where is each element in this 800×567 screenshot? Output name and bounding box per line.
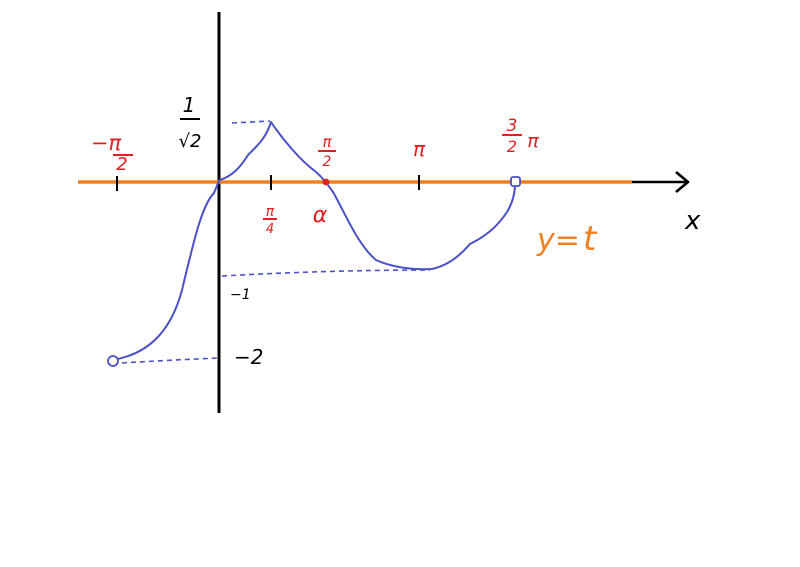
x-axis-arrowhead — [675, 171, 690, 193]
label-half-pi-num: π — [322, 133, 332, 151]
label-peak-value: 1 √2 — [179, 93, 202, 152]
start-open-circle — [107, 355, 119, 367]
label-quarter-pi-den: 4 — [266, 222, 274, 237]
function-curve — [111, 121, 516, 361]
end-open-square — [510, 176, 521, 187]
label-neg-half-pi: −π 2 — [91, 131, 133, 175]
label-neg-half-pi-den: 2 — [116, 154, 127, 175]
label-pi: π — [413, 137, 426, 161]
label-minus-one: −1 — [230, 287, 251, 303]
label-three-half-pi: 3 2 π — [502, 116, 539, 156]
label-half-pi-den: 2 — [323, 154, 332, 170]
alpha-point — [322, 178, 330, 186]
label-quarter-pi: π 4 — [263, 204, 277, 237]
line-label-prefix: y= — [536, 223, 580, 258]
label-half-pi: π 2 — [318, 133, 336, 170]
label-alpha: α — [313, 203, 328, 228]
label-three-half-pi-num: 3 — [507, 116, 518, 136]
start-dashed-guide — [121, 357, 221, 364]
label-quarter-pi-num: π — [266, 204, 275, 220]
min-dashed-guide — [221, 269, 431, 277]
label-peak-den: √2 — [179, 131, 202, 152]
x-axis-label: x — [684, 206, 701, 236]
label-neg-half-pi-num: −π — [91, 131, 122, 155]
line-label: y= t — [536, 219, 598, 259]
label-three-half-pi-den: 2 — [507, 137, 517, 156]
label-three-half-pi-tail: π — [527, 130, 539, 152]
label-minus-two: −2 — [234, 345, 263, 369]
line-label-var: t — [583, 219, 598, 259]
label-peak-num: 1 — [183, 93, 196, 117]
peak-dashed-guide — [231, 120, 271, 124]
